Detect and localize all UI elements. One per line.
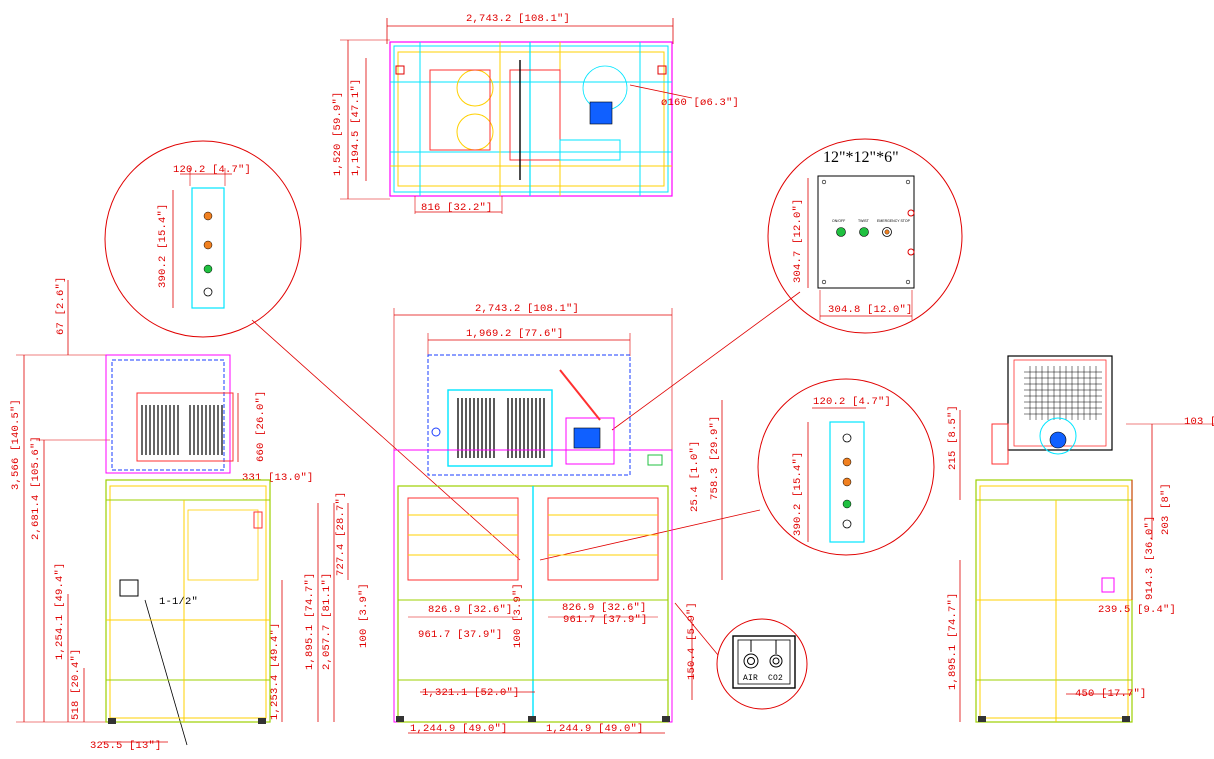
right-dim-450: 450 [17.7"]: [1075, 688, 1147, 700]
front-dim-100-m: 100 [3.9"]: [512, 583, 524, 648]
left-pipe-size: 1-1/2": [159, 596, 198, 608]
junction-width-dim: 304.8 [12.0"]: [828, 304, 913, 316]
left-height-5: 1,895.1 [74.7"]: [304, 572, 316, 670]
front-bottom-l: 1,244.9 [49.0"]: [410, 723, 508, 735]
top-height-dim: 1,520 [59.9"]: [332, 91, 344, 176]
front-dim-150: 150.4 [5.9"]: [686, 602, 698, 680]
front-dim-826-l: 826.9 [32.6"]: [428, 604, 513, 616]
front-upper-width: 1,969.2 [77.6"]: [466, 328, 564, 340]
left-height-3: 1,254.1 [49.4"]: [54, 562, 66, 660]
callout-right-width-dim: 120.2 [4.7"]: [813, 396, 891, 408]
front-coil-fins: [457, 398, 545, 458]
left-coil-fins: [141, 405, 223, 455]
junction-label-estop: EMERGENCY STOP: [877, 219, 911, 223]
callout-right-panel: 120.2 [4.7"] 390.2 [15.4"]: [757, 378, 935, 556]
right-dim-1895: 1,895.1 [74.7"]: [947, 592, 959, 690]
front-dim-826-r: 826.9 [32.6"]: [562, 602, 647, 614]
top-view: 2,743.2 [108.1"] 1,520 [59.9"] 1,194.5 […: [332, 13, 739, 214]
junction-box-title: 12"*12"*6": [823, 149, 899, 166]
front-dim-758: 758.3 [29.9"]: [709, 415, 721, 500]
leader-lines: [144, 291, 801, 746]
front-dim-1321: 1,321.1 [52.0"]: [422, 687, 520, 699]
front-bottom-r: 1,244.9 [49.0"]: [546, 723, 644, 735]
left-coil-depth: 331 [13.0"]: [242, 472, 314, 484]
callout-junction-box: 12"*12"*6" ON/OFF TWIST EMERGENCY STOP 3…: [767, 138, 963, 334]
left-top-offset: 67 [2.6"]: [55, 276, 67, 335]
left-height-4: 1,253.4 [49.4"]: [269, 622, 281, 720]
callout-right-height-dim: 390.2 [15.4"]: [792, 451, 804, 536]
front-dim-961-r: 961.7 [37.9"]: [563, 614, 648, 626]
left-upper-right: 727.4 [28.7"]: [335, 491, 347, 576]
left-foot-height: 518 [20.4"]: [70, 648, 82, 720]
callout-left-height-dim: 390.2 [15.4"]: [157, 203, 169, 288]
callout-ports: AIR CO2: [716, 618, 808, 710]
front-view: 2,743.2 [108.1"] 1,969.2 [77.6"]: [358, 303, 723, 735]
port-label-air: AIR: [743, 674, 758, 683]
callout-left-width-dim: 120.2 [4.7"]: [173, 164, 251, 176]
left-height-2: 2,681.4 [105.6"]: [30, 436, 42, 540]
right-dim-215: 215 [8.5"]: [947, 405, 959, 470]
right-dim-203: 203 [8"]: [1160, 483, 1172, 535]
left-view: 67 [2.6"] 3,566 [140.5"] 2,681.4 [105.6"…: [10, 276, 349, 752]
top-inner-height-dim: 1,194.5 [47.1"]: [350, 78, 362, 176]
right-dim-914: 914.3 [36.0"]: [1144, 515, 1156, 600]
junction-label-onoff: ON/OFF: [832, 219, 845, 223]
right-mesh-grid: [1024, 366, 1102, 420]
top-duct-dim: ø160 [ø6.3"]: [661, 97, 739, 109]
right-dim-239: 239.5 [9.4"]: [1098, 604, 1176, 616]
top-span-dim: 816 [32.2"]: [421, 202, 493, 214]
right-dim-103: 103 [: [1184, 416, 1214, 428]
front-dim-25: 25.4 [1.0"]: [689, 440, 701, 512]
front-dim-961-l: 961.7 [37.9"]: [418, 629, 503, 641]
junction-label-twist: TWIST: [858, 219, 870, 223]
callout-left-panel: 120.2 [4.7"] 390.2 [15.4"]: [104, 140, 302, 338]
top-width-dim: 2,743.2 [108.1"]: [466, 13, 570, 25]
junction-height-dim: 304.7 [12.0"]: [792, 198, 804, 283]
left-coil-height: 660 [26.0"]: [255, 390, 267, 462]
front-overall-width: 2,743.2 [108.1"]: [475, 303, 579, 315]
front-dim-100-l: 100 [3.9"]: [358, 583, 370, 648]
left-foot-width: 325.5 [13"]: [90, 740, 162, 752]
left-total-height: 3,566 [140.5"]: [10, 399, 22, 490]
right-view: 103 [ 215 [8.5"] 203 [8"] 914.3 [36.0"] …: [947, 355, 1214, 723]
left-height-6: 2,057.7 [81.1"]: [321, 572, 333, 670]
port-label-co2: CO2: [768, 674, 783, 683]
